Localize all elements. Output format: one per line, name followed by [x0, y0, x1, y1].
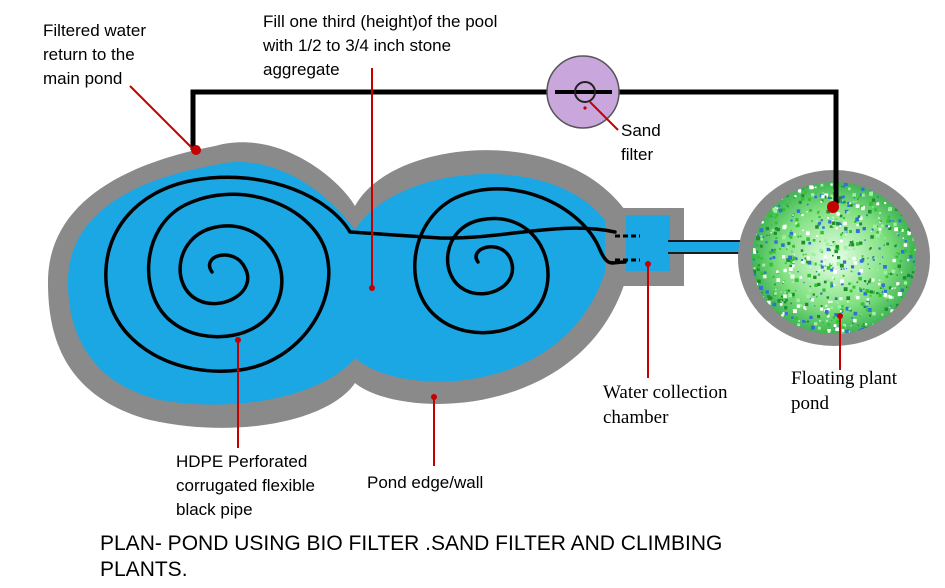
diagram-caption: PLAN- POND USING BIO FILTER .SAND FILTER…	[100, 532, 723, 581]
pointer-filtered-return	[129, 85, 195, 151]
label-filtered-water-return: Filtered water return to the main pond	[43, 21, 146, 88]
return-outlet-dot	[191, 145, 201, 155]
sand-filter-core	[574, 81, 596, 103]
label-hdpe-pipe: HDPE Perforated corrugated flexible blac…	[176, 452, 315, 519]
label-sand-filter: Sand filter	[621, 121, 661, 164]
left-spiral-pipe	[104, 175, 617, 373]
label-fill-note: Fill one third (height)of the pool with …	[263, 12, 498, 79]
label-pond-edge: Pond edge/wall	[367, 473, 484, 492]
label-floating-plant-pond: Floating plant pond	[791, 368, 898, 414]
outflow-channel	[668, 241, 756, 253]
inflow-dot	[827, 201, 839, 213]
label-water-collection-chamber: Water collection chamber	[603, 382, 728, 428]
pointer-sand-filter	[589, 101, 619, 131]
right-spiral-pipe	[413, 187, 627, 335]
return-pipe	[190, 89, 839, 205]
